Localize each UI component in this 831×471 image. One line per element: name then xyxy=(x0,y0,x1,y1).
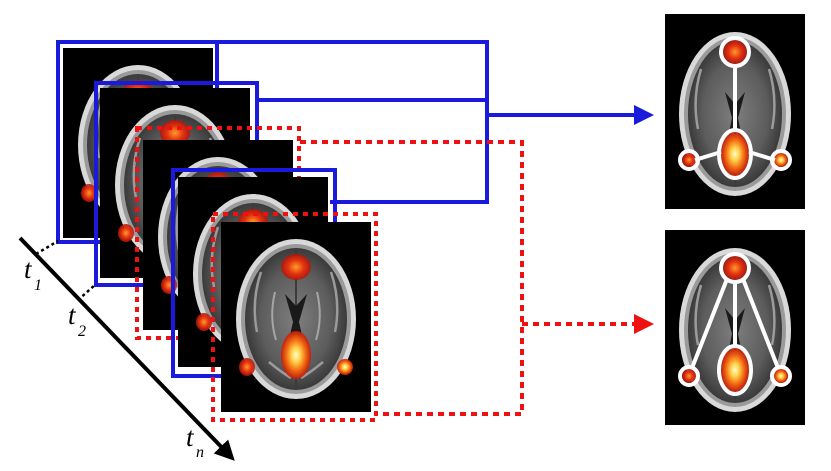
time-frame-5 xyxy=(211,212,378,422)
network-output-a xyxy=(663,12,807,211)
tn-sub: n xyxy=(196,444,204,461)
time-label-t1: t 1 xyxy=(24,254,42,294)
state-b-connector xyxy=(300,140,654,416)
t2-sub: 2 xyxy=(78,323,86,340)
t1-sub: 1 xyxy=(34,277,42,294)
t1-base: t xyxy=(24,254,33,284)
state-a-connector xyxy=(215,40,654,204)
time-label-t2: t 2 xyxy=(68,300,86,340)
time-axis xyxy=(18,236,235,461)
t2-base: t xyxy=(68,300,77,330)
tn-base: t xyxy=(186,422,195,452)
time-label-tn: t n xyxy=(186,422,204,461)
network-output-b xyxy=(663,228,807,427)
